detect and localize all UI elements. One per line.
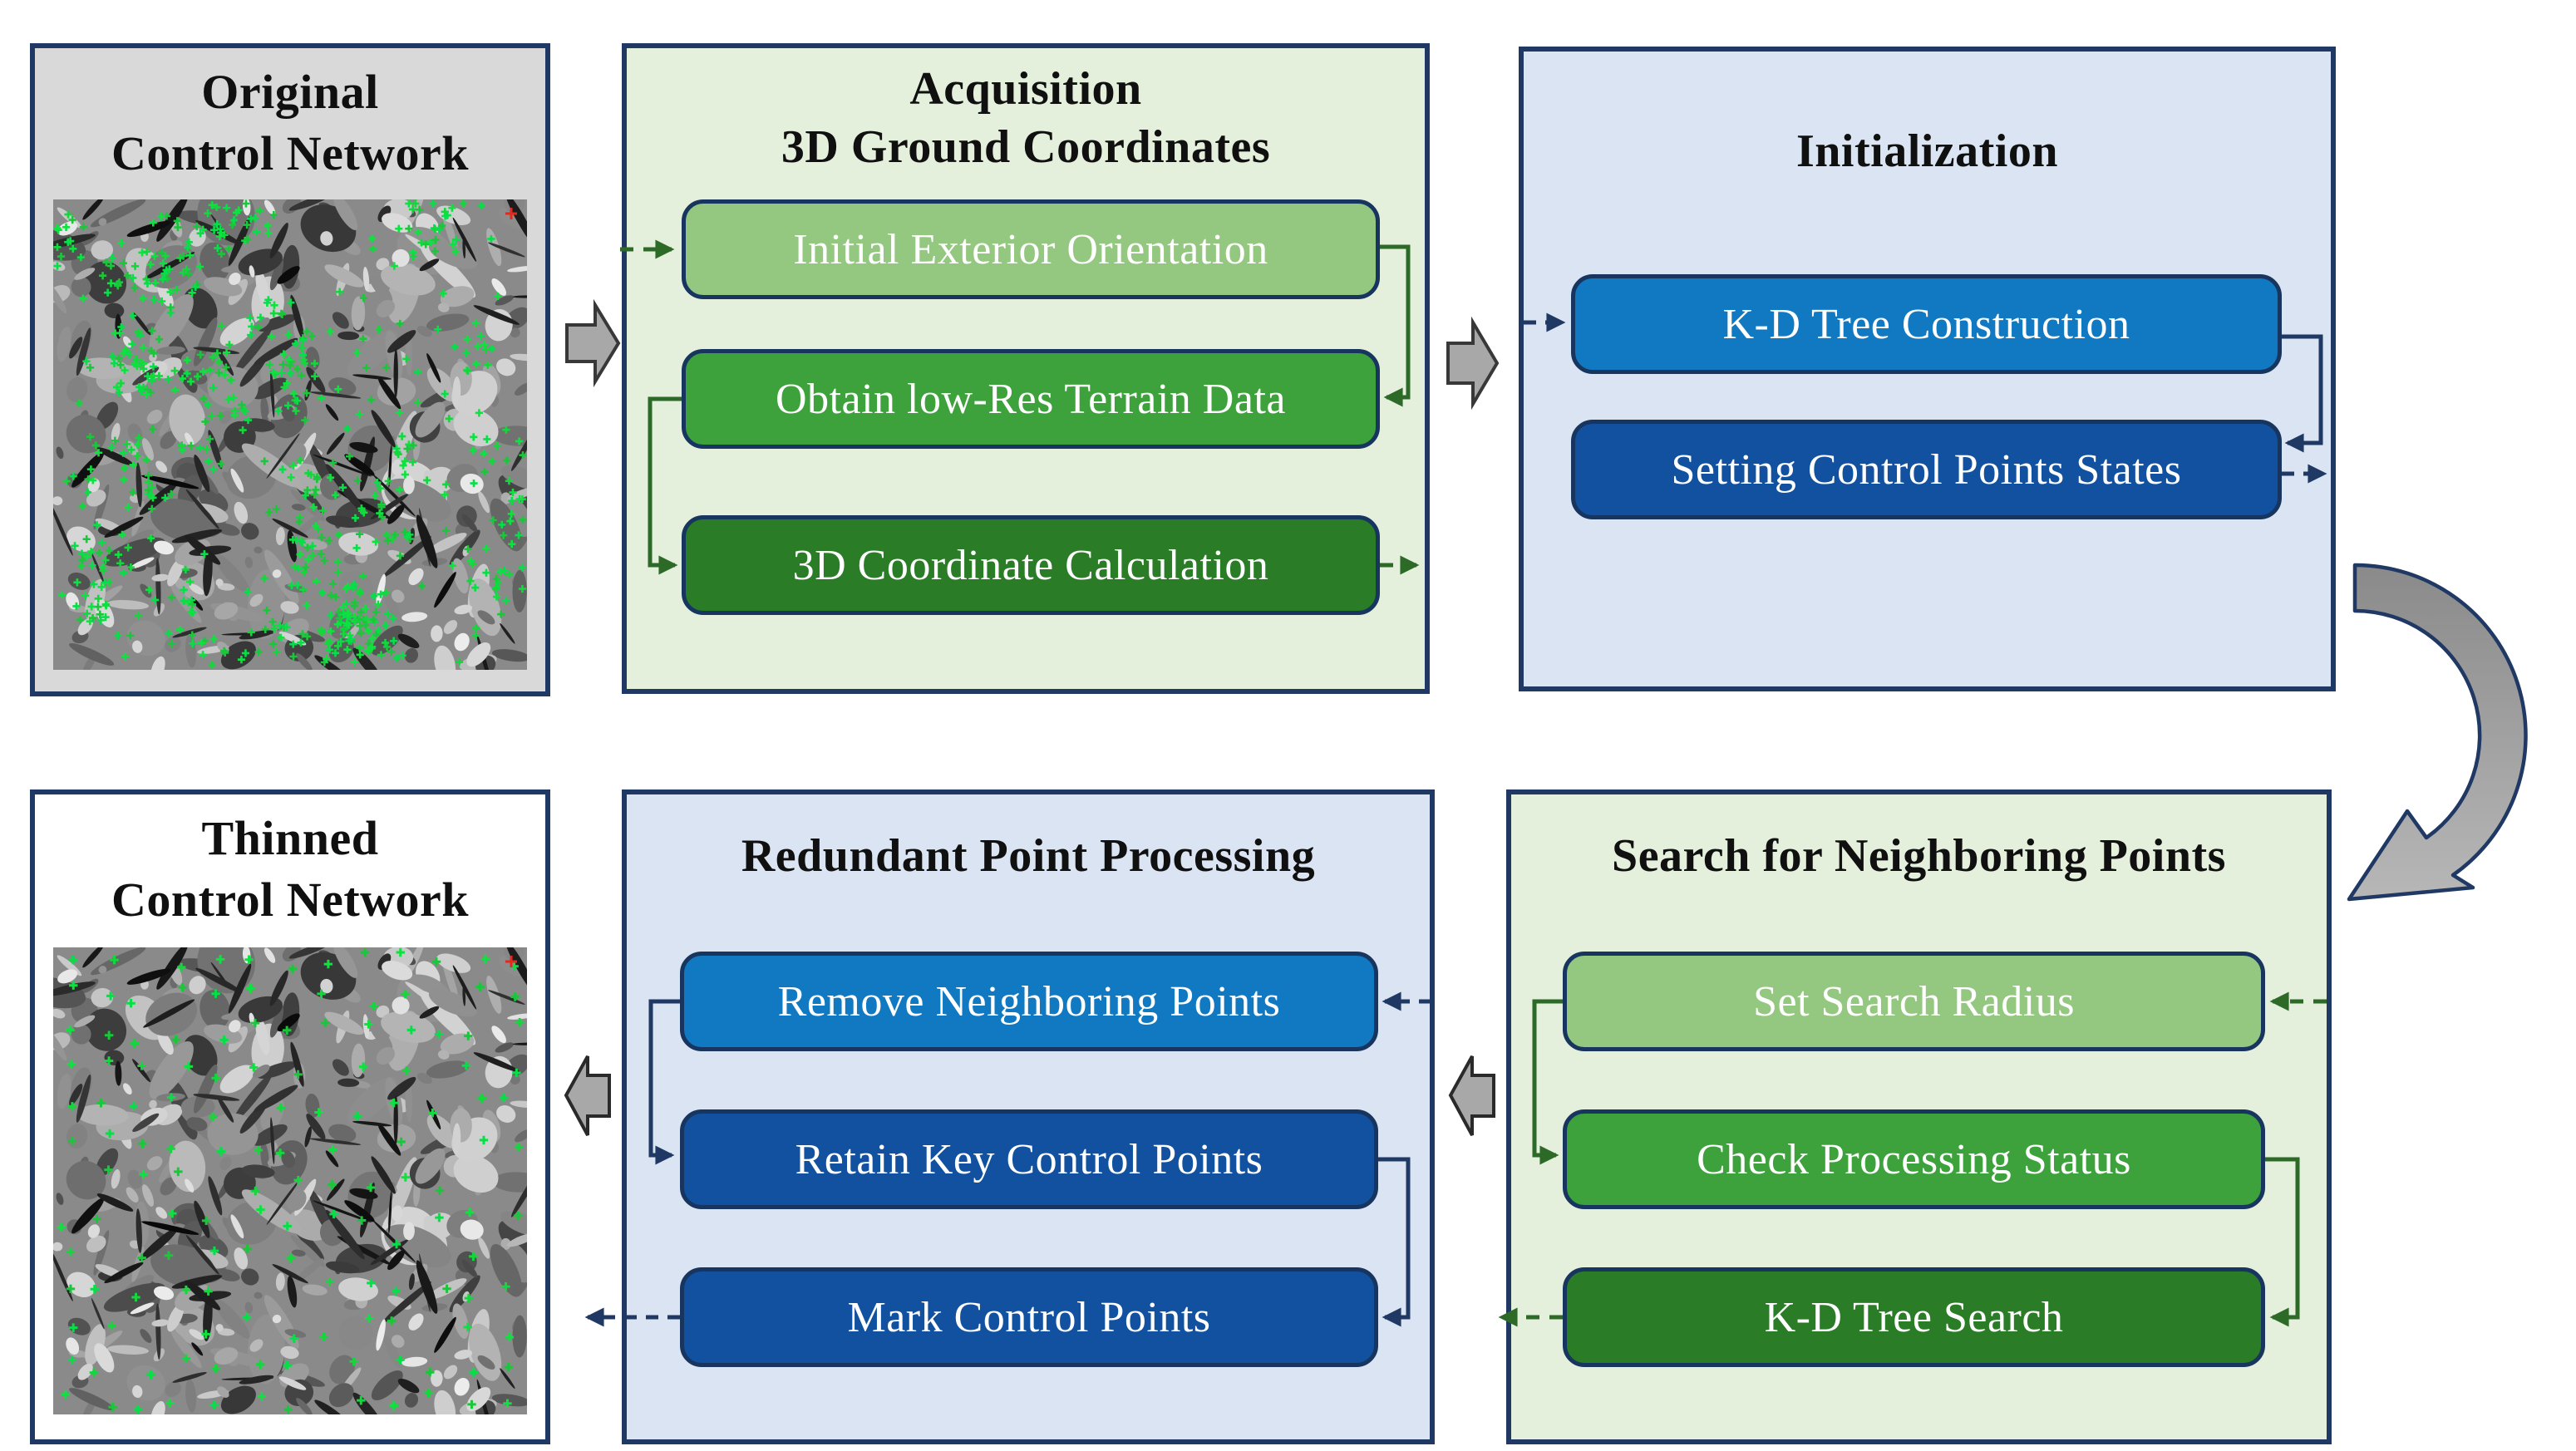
step-mark-control-points: Mark Control Points: [680, 1267, 1378, 1367]
panel-title: Thinned Control Network: [35, 794, 545, 931]
panel-title: Redundant Point Processing: [741, 830, 1316, 882]
step-setting-control-points-states: Setting Control Points States: [1571, 420, 2282, 519]
panel-title: Original Control Network: [35, 48, 545, 184]
step-label: Setting Control Points States: [1671, 445, 2182, 494]
panel-redundant-point-processing: Redundant Point Processing Remove Neighb…: [622, 789, 1435, 1444]
panel-initialization: Initialization K-D Tree Construction Set…: [1519, 47, 2336, 691]
step-remove-neighboring-points: Remove Neighboring Points: [680, 952, 1378, 1051]
panel-original-control-network: Original Control Network: [30, 43, 550, 696]
step-set-search-radius: Set Search Radius: [1563, 952, 2265, 1051]
step-initial-exterior-orientation: Initial Exterior Orientation: [682, 199, 1380, 299]
step-label: Check Processing Status: [1697, 1135, 2131, 1183]
title-line-1: Original: [201, 65, 379, 119]
panel-thinned-control-network: Thinned Control Network: [30, 789, 550, 1444]
curved-flow-arrow-initialization-to-search-icon: [2347, 563, 2528, 902]
title-line-1: Thinned: [201, 811, 379, 865]
step-check-processing-status: Check Processing Status: [1563, 1109, 2265, 1209]
step-kd-tree-construction: K-D Tree Construction: [1571, 274, 2282, 374]
step-label: Set Search Radius: [1753, 977, 2075, 1026]
title-line-2: 3D Ground Coordinates: [781, 121, 1271, 173]
step-label: Retain Key Control Points: [795, 1135, 1263, 1183]
step-3d-coordinate-calculation: 3D Coordinate Calculation: [682, 515, 1380, 615]
title-line-1: Acquisition: [909, 63, 1142, 115]
panel-acquisition-3d-ground-coordinates: Acquisition 3D Ground Coordinates Initia…: [622, 43, 1430, 694]
step-label: Mark Control Points: [847, 1293, 1211, 1341]
title-line-2: Control Network: [111, 126, 470, 180]
step-label: Obtain low-Res Terrain Data: [776, 375, 1286, 423]
step-label: K-D Tree Search: [1764, 1293, 2064, 1341]
step-label: 3D Coordinate Calculation: [792, 541, 1269, 589]
title-line-2: Control Network: [111, 873, 470, 927]
panel-title: Initialization: [1795, 125, 2059, 177]
step-retain-key-control-points: Retain Key Control Points: [680, 1109, 1378, 1209]
flow-arrow-left-redundant-to-thinned-icon: [564, 1055, 611, 1136]
flow-arrow-left-search-to-redundant-icon: [1448, 1055, 1495, 1136]
step-obtain-low-res-terrain-data: Obtain low-Res Terrain Data: [682, 349, 1380, 449]
panel-search-for-neighboring-points: Search for Neighboring Points Set Search…: [1506, 789, 2332, 1444]
thinned-network-image: [53, 947, 527, 1414]
step-kd-tree-search: K-D Tree Search: [1563, 1267, 2265, 1367]
panel-title: Search for Neighboring Points: [1612, 830, 2226, 882]
original-network-image: [53, 199, 527, 670]
flow-arrow-right-original-to-acquisition-icon: [565, 298, 621, 388]
thinned-terrain-svg: [53, 947, 527, 1414]
panel-title: Acquisition 3D Ground Coordinates: [627, 48, 1425, 176]
original-terrain-svg: [53, 199, 527, 670]
flow-arrow-right-acquisition-to-initialization-icon: [1446, 316, 1500, 411]
step-label: Initial Exterior Orientation: [793, 225, 1268, 273]
step-label: Remove Neighboring Points: [777, 977, 1281, 1026]
step-label: K-D Tree Construction: [1722, 300, 2130, 348]
